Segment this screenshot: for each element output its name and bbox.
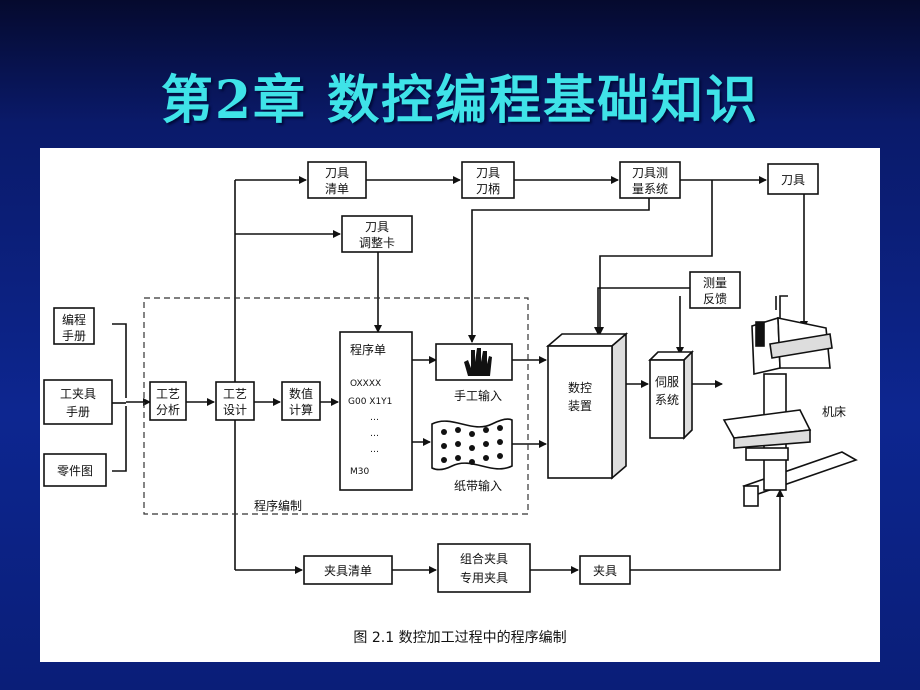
numeric-calc-line2: 计算 bbox=[289, 402, 313, 417]
tool-adjust-line2: 调整卡 bbox=[359, 235, 395, 250]
diagram-svg: 程序编制 编程 手册 工夹具 手册 零件图 工艺 分析 工艺 设计 数值 计算 … bbox=[43, 161, 858, 646]
cnc-device-line1: 数控 bbox=[568, 380, 592, 395]
tool-list-box: 刀具 清单 bbox=[307, 161, 367, 199]
program-sheet-label: 程序单 bbox=[350, 342, 386, 357]
measure-feedback-line2: 反馈 bbox=[703, 292, 727, 306]
measure-feedback-box: 测量 反馈 bbox=[689, 271, 741, 309]
machine-tool-label: 机床 bbox=[822, 405, 846, 419]
numeric-calc-line1: 数值 bbox=[289, 386, 313, 401]
tool-adjust-card-box: 刀具 调整卡 bbox=[341, 215, 413, 253]
programming-manual-box: 编程 手册 bbox=[53, 307, 95, 345]
fixture-combo-line2: 专用夹具 bbox=[460, 570, 508, 585]
process-analysis-line2: 分析 bbox=[156, 403, 180, 417]
fixture-manual-box: 工夹具 手册 bbox=[43, 379, 113, 425]
part-drawing-label: 零件图 bbox=[57, 464, 93, 478]
tool-list-line2: 清单 bbox=[325, 182, 349, 196]
tool-box: 刀具 bbox=[767, 163, 819, 195]
servo-system: 伺服 系统 bbox=[648, 350, 694, 440]
programming-region bbox=[143, 297, 529, 515]
tool-label: 刀具 bbox=[781, 173, 805, 187]
numeric-calc-box: 数值 计算 bbox=[281, 381, 321, 421]
measure-feedback-line1: 测量 bbox=[703, 276, 727, 290]
program-line-2: G00 X1Y1 bbox=[348, 397, 392, 407]
fixture-label: 夹具 bbox=[593, 564, 617, 578]
paper-tape: 纸带输入 bbox=[431, 418, 513, 493]
fixture-manual-line2: 手册 bbox=[66, 405, 90, 419]
tool-measure-box: 刀具测 量系统 bbox=[619, 161, 681, 199]
tool-measure-line2: 量系统 bbox=[632, 182, 668, 196]
process-design-box: 工艺 设计 bbox=[215, 381, 255, 421]
process-diagram: 程序编制 编程 手册 工夹具 手册 零件图 工艺 分析 工艺 设计 数值 计算 … bbox=[40, 148, 880, 662]
program-line-4: … bbox=[370, 429, 379, 439]
cnc-device-line2: 装置 bbox=[568, 399, 592, 413]
tool-measure-line1: 刀具测 bbox=[632, 166, 668, 180]
program-line-6: M30 bbox=[350, 467, 369, 477]
fixture-combo-line1: 组合夹具 bbox=[460, 551, 508, 566]
fixture-manual-line1: 工夹具 bbox=[60, 387, 96, 401]
program-line-3: … bbox=[370, 413, 379, 423]
programming-area-label: 程序编制 bbox=[254, 498, 302, 513]
fixture-combo-box: 组合夹具 专用夹具 bbox=[437, 543, 531, 593]
tool-list-line1: 刀具 bbox=[325, 166, 349, 180]
slide-title: 第2章 数控编程基础知识 bbox=[160, 70, 760, 131]
manual-input-box: 手工输入 bbox=[435, 343, 513, 403]
part-drawing-box: 零件图 bbox=[43, 453, 107, 487]
tool-adjust-line1: 刀具 bbox=[365, 220, 389, 234]
machine-tool-icon bbox=[722, 316, 858, 507]
tape-holes-icon bbox=[441, 425, 503, 465]
process-analysis-box: 工艺 分析 bbox=[149, 381, 187, 421]
servo-line2: 系统 bbox=[655, 393, 679, 407]
program-sheet-box: 程序单 OXXXX G00 X1Y1 … … … M30 bbox=[339, 331, 413, 491]
cnc-device: 数控 装置 bbox=[545, 332, 629, 480]
tool-holder-line1: 刀具 bbox=[476, 166, 500, 180]
fixture-box: 夹具 bbox=[579, 555, 631, 585]
programming-manual-line2: 手册 bbox=[62, 329, 86, 343]
tool-holder-line2: 刀柄 bbox=[476, 182, 500, 196]
process-design-line1: 工艺 bbox=[223, 387, 247, 401]
hand-icon bbox=[464, 348, 492, 376]
figure-caption: 图 2.1 数控加工过程中的程序编制 bbox=[353, 630, 566, 646]
programming-manual-line1: 编程 bbox=[62, 312, 86, 327]
servo-line1: 伺服 bbox=[655, 375, 679, 389]
tool-holder-box: 刀具 刀柄 bbox=[461, 161, 515, 199]
tape-input-label: 纸带输入 bbox=[454, 478, 502, 493]
fixture-list-box: 夹具清单 bbox=[303, 555, 393, 585]
program-line-1: OXXXX bbox=[350, 379, 381, 389]
process-design-line2: 设计 bbox=[223, 403, 247, 417]
process-analysis-line1: 工艺 bbox=[156, 387, 180, 401]
fixture-list-label: 夹具清单 bbox=[324, 564, 372, 578]
program-line-5: … bbox=[370, 445, 379, 455]
manual-input-label: 手工输入 bbox=[454, 388, 502, 403]
